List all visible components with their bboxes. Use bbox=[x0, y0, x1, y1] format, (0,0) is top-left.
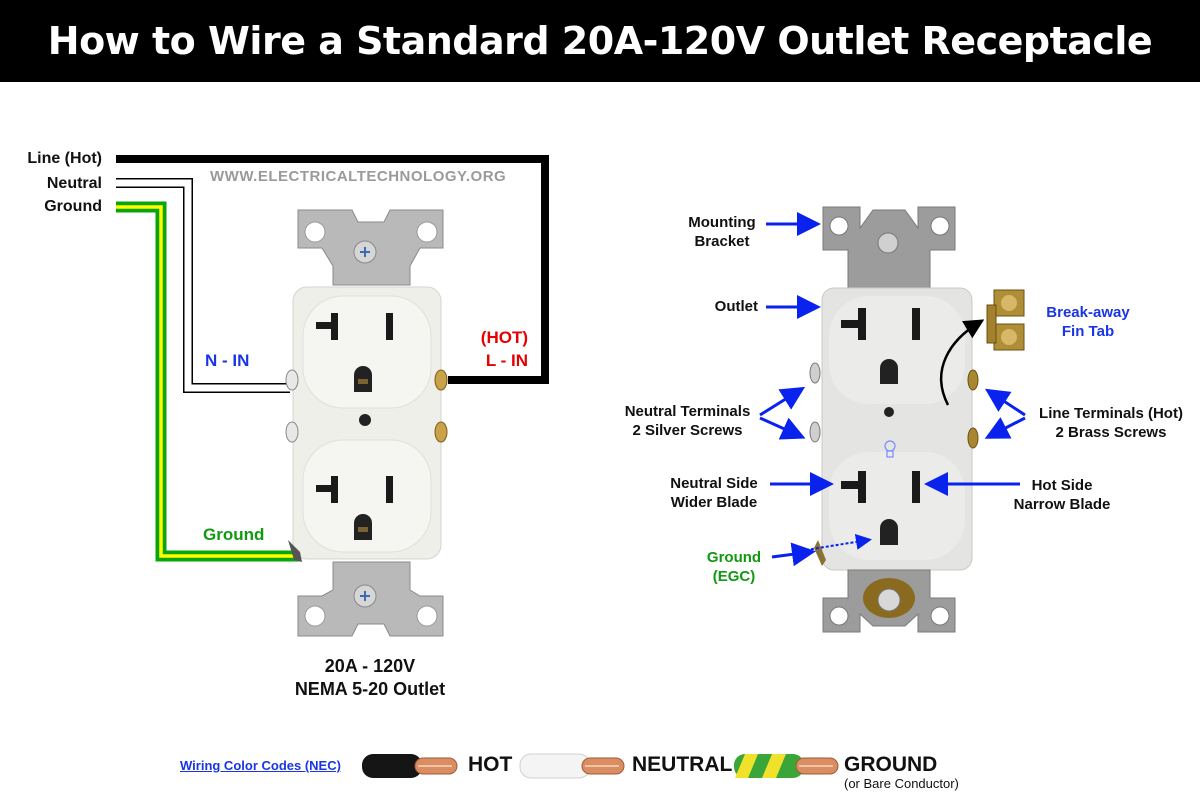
neutral-in-label: N - IN bbox=[205, 351, 250, 370]
ground-screw bbox=[288, 540, 302, 562]
arrow-line-lower bbox=[984, 416, 1026, 439]
mounting-bracket-label-1: Mounting bbox=[688, 214, 756, 231]
break-away-label-2: Fin Tab bbox=[1061, 323, 1115, 340]
outlet-nema-type: NEMA 5-20 Outlet bbox=[294, 679, 446, 699]
watermark: WWW.ELECTRICALTECHNOLOGY.ORG bbox=[210, 168, 507, 185]
ground-label: Ground bbox=[44, 198, 102, 215]
mounting-bracket-label-2: Bracket bbox=[694, 233, 750, 250]
line-terminals-label-1: Line Terminals (Hot) bbox=[1039, 405, 1183, 422]
dotted-arrow-ground bbox=[805, 534, 872, 551]
brass-screw-lower bbox=[434, 421, 448, 443]
title-bar: How to Wire a Standard 20A-120V Outlet R… bbox=[0, 0, 1200, 82]
neutral-side-label-1: Neutral Side bbox=[670, 475, 758, 492]
neutral-screw-upper bbox=[285, 369, 299, 391]
ground-egc-label-1: Ground bbox=[706, 549, 762, 566]
line-terminals-label-2: 2 Brass Screws bbox=[1055, 424, 1167, 441]
outlet-label: Outlet bbox=[714, 298, 758, 315]
break-away-label-1: Break-away bbox=[1046, 304, 1130, 321]
arrow-ground bbox=[771, 542, 816, 567]
ground-terminal-label: Ground bbox=[203, 525, 265, 544]
break-away-fin-tab bbox=[986, 289, 1025, 351]
hot-label: (HOT) bbox=[480, 328, 528, 347]
neutral-side-label-2: Wider Blade bbox=[670, 494, 758, 511]
arrow-neutral-upper bbox=[759, 386, 806, 417]
neutral-screw-lower bbox=[285, 421, 299, 443]
arrow-neutral-lower bbox=[759, 416, 806, 440]
legend-neutral: NEUTRAL bbox=[632, 753, 733, 776]
neutral-terminals-label-2: 2 Silver Screws bbox=[632, 422, 743, 439]
line-hot-label: Line (Hot) bbox=[27, 150, 102, 167]
ground-egc-label-2: (EGC) bbox=[712, 568, 756, 585]
right-outlet bbox=[809, 206, 1025, 633]
legend-hot: HOT bbox=[468, 753, 513, 776]
outlet-rating: 20A - 120V bbox=[324, 656, 416, 676]
legend-ground-sub: (or Bare Conductor) bbox=[844, 776, 959, 791]
legend: Wiring Color Codes (NEC) bbox=[180, 757, 341, 775]
page-title: How to Wire a Standard 20A-120V Outlet R… bbox=[47, 19, 1153, 63]
hot-wire bbox=[116, 155, 549, 384]
arrow-line-upper bbox=[984, 388, 1026, 417]
neutral-terminals-label-1: Neutral Terminals bbox=[624, 403, 751, 420]
legend-ground: GROUND bbox=[844, 753, 938, 776]
left-outlet bbox=[285, 209, 448, 637]
wiring-color-codes-link[interactable]: Wiring Color Codes (NEC) bbox=[180, 758, 341, 773]
hot-side-label-1: Hot Side bbox=[1031, 477, 1093, 494]
brass-screw-upper bbox=[434, 369, 448, 391]
lightbulb-icon bbox=[884, 440, 896, 458]
arrow-break-away bbox=[939, 319, 985, 406]
hot-side-label-2: Narrow Blade bbox=[1013, 496, 1111, 513]
neutral-label: Neutral bbox=[46, 175, 102, 192]
line-in-label: L - IN bbox=[485, 351, 528, 370]
